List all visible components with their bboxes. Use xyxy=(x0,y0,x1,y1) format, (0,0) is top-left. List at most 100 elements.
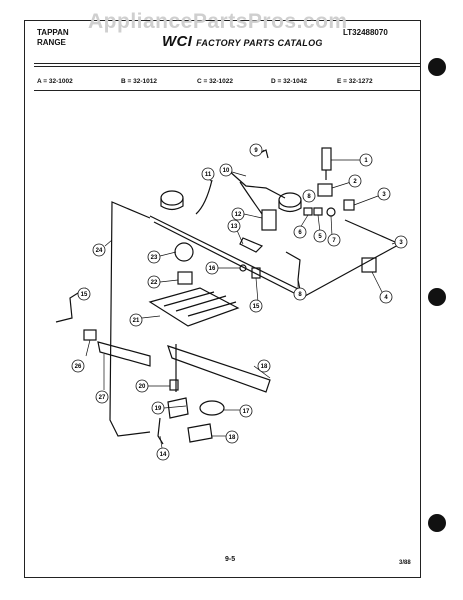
brand-line-2: RANGE xyxy=(37,38,66,47)
heat-shield-21-ribs xyxy=(163,291,237,317)
header-rule-top xyxy=(34,63,421,64)
callout-13: 13 xyxy=(227,219,241,233)
spark-module-1 xyxy=(321,147,332,171)
manifold-3-lower xyxy=(153,221,301,297)
callout-2: 2 xyxy=(348,174,362,188)
catalog-title-text: FACTORY PARTS CATALOG xyxy=(196,38,323,48)
wire-10 xyxy=(227,169,286,199)
svg-text:15: 15 xyxy=(253,304,260,310)
catalog-page-frame xyxy=(24,20,421,578)
svg-text:10: 10 xyxy=(223,168,230,174)
part-5 xyxy=(313,207,323,216)
manifold-3-end xyxy=(344,219,396,243)
callout-24: 24 xyxy=(92,243,106,257)
svg-text:1: 1 xyxy=(364,158,368,164)
wci-logo: WCI xyxy=(162,33,193,50)
rail-18 xyxy=(167,345,271,393)
binder-hole-top xyxy=(428,58,446,76)
svg-text:18: 18 xyxy=(261,364,268,370)
callout-23: 23 xyxy=(147,250,161,264)
model-d: D = 32-1042 xyxy=(271,78,307,85)
model-number: LT32488070 xyxy=(343,28,388,37)
callout-15b: 15 xyxy=(77,287,91,301)
svg-text:9: 9 xyxy=(254,148,258,154)
callout-3: 3 xyxy=(377,187,391,201)
callout-26: 26 xyxy=(71,359,85,373)
callout-12: 12 xyxy=(231,207,245,221)
callout-7: 7 xyxy=(327,233,341,247)
callout-27: 27 xyxy=(95,390,109,404)
callout-8b: 8 xyxy=(302,189,316,203)
valve-19 xyxy=(167,397,189,419)
fitting-3 xyxy=(343,199,355,211)
model-b: B = 32-1012 xyxy=(121,78,157,85)
svg-text:18: 18 xyxy=(229,435,236,441)
igniter-13 xyxy=(239,237,264,253)
svg-text:13: 13 xyxy=(231,224,238,230)
callout-17: 17 xyxy=(239,404,253,418)
svg-text:16: 16 xyxy=(209,266,216,272)
wire-14 xyxy=(157,417,164,445)
callout-14: 14 xyxy=(156,447,170,461)
callout-8: 8 xyxy=(293,287,307,301)
model-c: C = 32-1022 xyxy=(197,78,233,85)
callout-18: 18 xyxy=(225,430,239,444)
svg-text:12: 12 xyxy=(235,212,242,218)
svg-text:20: 20 xyxy=(139,384,146,390)
svg-text:26: 26 xyxy=(75,364,82,370)
model-a: A = 32-1002 xyxy=(37,78,73,85)
svg-text:22: 22 xyxy=(151,280,158,286)
bracket-22 xyxy=(177,271,193,285)
callout-10: 10 xyxy=(219,163,233,177)
callout-20: 20 xyxy=(135,379,149,393)
callout-18b: 18 xyxy=(257,359,271,373)
svg-text:15: 15 xyxy=(81,292,88,298)
svg-text:3: 3 xyxy=(399,240,403,246)
part-6 xyxy=(303,207,313,216)
binder-hole-bottom xyxy=(428,514,446,532)
burner-valve-left xyxy=(160,190,184,206)
bracket-16-lower xyxy=(187,423,213,443)
svg-text:3: 3 xyxy=(382,192,386,198)
header-rule-bottom xyxy=(34,66,421,67)
callout-9: 9 xyxy=(249,143,263,157)
callout-6: 6 xyxy=(293,225,307,239)
model-e: E = 32-1272 xyxy=(337,78,373,85)
callout-22: 22 xyxy=(147,275,161,289)
wire-11 xyxy=(195,179,213,215)
wire-8 xyxy=(285,251,301,291)
burner-valve-right-body xyxy=(278,200,302,213)
gas-tube-24 xyxy=(109,201,151,437)
svg-text:5: 5 xyxy=(318,234,322,240)
callout-5: 5 xyxy=(313,229,327,243)
svg-text:11: 11 xyxy=(205,172,212,178)
callout-16: 16 xyxy=(205,261,219,275)
thermostat-17 xyxy=(199,400,225,416)
callout-3b: 3 xyxy=(394,235,408,249)
catalog-date: 3/88 xyxy=(399,560,411,566)
svg-text:24: 24 xyxy=(96,248,103,254)
brand-block: TAPPAN RANGE xyxy=(37,28,69,48)
watermark: AppliancePartsPros.com xyxy=(88,10,348,33)
part-7 xyxy=(326,207,336,217)
svg-text:4: 4 xyxy=(384,295,388,301)
binder-hole-middle xyxy=(428,288,446,306)
burner-valve-left-body xyxy=(160,198,184,211)
callout-1: 1 xyxy=(359,153,373,167)
callout-11: 11 xyxy=(201,167,215,181)
wire-10-branch xyxy=(239,181,263,215)
callout-4: 4 xyxy=(379,290,393,304)
svg-text:7: 7 xyxy=(332,238,336,244)
brand-line-1: TAPPAN xyxy=(37,28,69,37)
switch-12 xyxy=(261,209,277,231)
switch-2 xyxy=(317,183,333,197)
leader-lines xyxy=(85,149,399,449)
burner-valve-right xyxy=(278,192,302,208)
callout-21: 21 xyxy=(129,313,143,327)
lamp-23 xyxy=(174,242,194,262)
heat-shield-21 xyxy=(148,287,240,327)
terminal-block-4 xyxy=(361,257,377,273)
callout-19: 19 xyxy=(151,401,165,415)
svg-text:14: 14 xyxy=(160,452,167,458)
